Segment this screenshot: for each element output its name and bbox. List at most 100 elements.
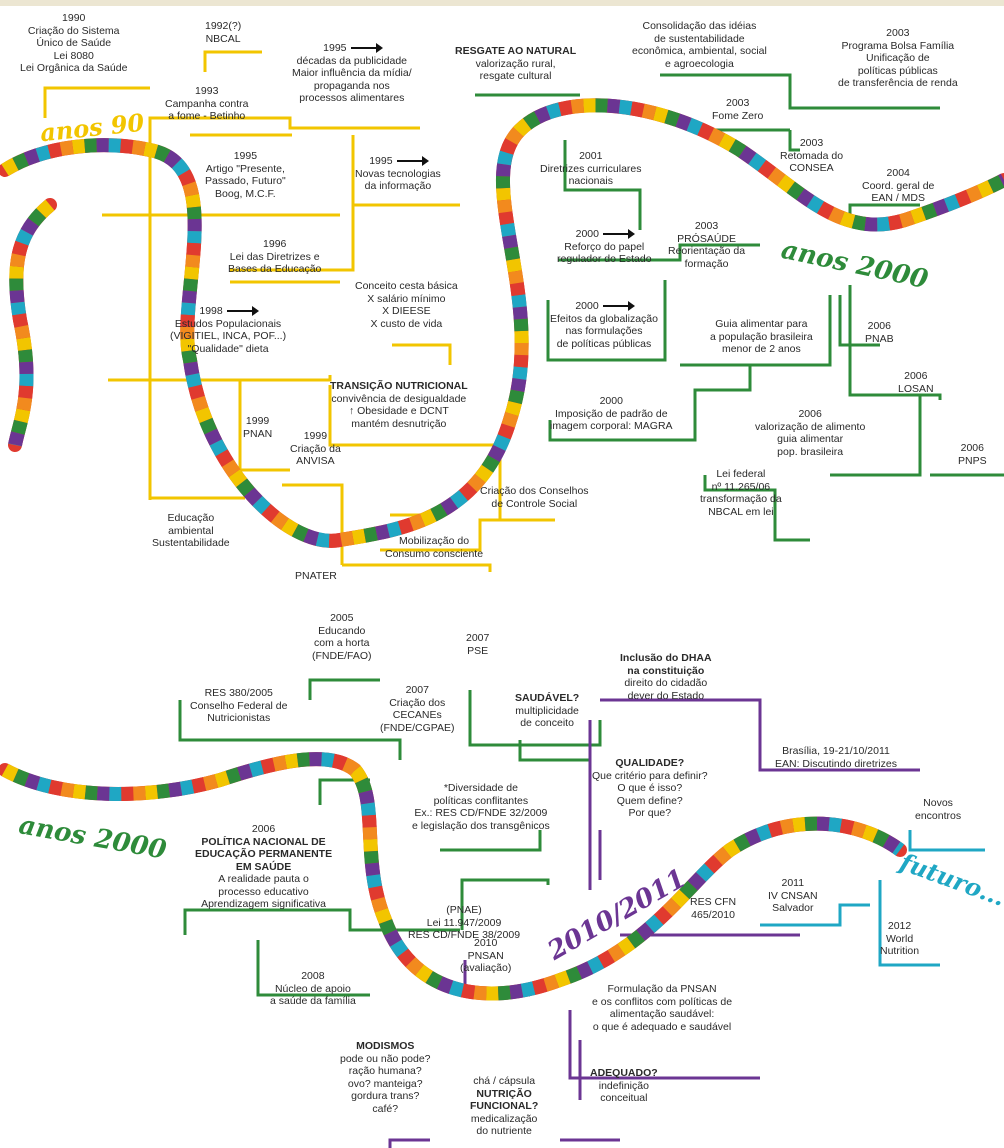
event-text-line: 2011 [781, 877, 805, 889]
event-text-line: valorização de alimento [755, 420, 866, 433]
arrow-right-icon [226, 306, 259, 317]
event-text-line: 2006 [960, 442, 984, 454]
connector-green [460, 878, 550, 930]
event-epnater: PNATER [295, 570, 337, 583]
event-text-line: ovo? manteiga? [347, 1077, 423, 1090]
event-text-line: Consolidação das idéias [642, 20, 757, 32]
event-text-line: Por que? [628, 807, 672, 819]
event-text-line: Imposição de padrão de [554, 407, 668, 420]
event-text-line: 2000 [557, 228, 652, 241]
event-text-line: 2008 [301, 970, 325, 982]
event-text-line: PNAN [243, 427, 273, 440]
event-heading: FUNCIONAL? [470, 1100, 539, 1112]
event-text-line: pop. brasileira [777, 445, 844, 458]
event-text-line: Sustentabilidade [152, 537, 230, 549]
event-text-line: dever do Estado [627, 689, 705, 702]
connector-green [548, 365, 752, 442]
event-text-line: 2000 [550, 300, 658, 313]
event-text-line: RES CFN [690, 896, 737, 908]
event-text-line: e agroecologia [664, 57, 734, 70]
event-text-line: (FNDE/CGPAE) [380, 721, 455, 734]
event-text-line: Novos [923, 797, 953, 809]
event-text-line: X salário mínimo [367, 292, 446, 305]
event-text-line: 2004 [886, 167, 910, 179]
connector-green [788, 130, 800, 152]
connector-yellow [328, 385, 502, 520]
timeline-ribbon-left-piece [8, 199, 55, 447]
event-text-line: encontros [915, 809, 962, 822]
timeline-ribbon-bottom-piece [1, 752, 905, 1001]
event-text-line: mantém desnutrição [351, 417, 447, 430]
event-text-line: Programa Bolsa Família [841, 39, 955, 52]
connector-yellow [148, 116, 420, 140]
event-text-line: PNPS [958, 454, 987, 467]
event-text-line: LOSAN [898, 382, 934, 395]
event-text-line: *Diversidade de [443, 782, 518, 794]
event-text-line: propaganda nos [313, 79, 390, 92]
event-text-line: Artigo "Presente, [205, 162, 285, 175]
timeline-ribbon-left-piece [8, 199, 55, 447]
event-text-line: NBCAL em lei [708, 505, 774, 518]
connector-yellow [342, 563, 492, 572]
event-text-line: chá / cápsula [473, 1075, 536, 1087]
event-text-line: Criação dos Conselhos [480, 485, 589, 497]
event-text-line: 2005 [330, 612, 354, 624]
event-text-line: Boog, M.C.F. [215, 187, 276, 200]
event-text-line: RES CD/FNDE 38/2009 [408, 929, 521, 941]
event-text-line: IV CNSAN [768, 889, 818, 902]
event-text-line: 1998 [170, 305, 286, 318]
event-text-line: nº 11.265/06 [711, 480, 771, 493]
event-heading: Inclusão do DHAA [620, 652, 712, 664]
event-text-line: World [885, 932, 914, 945]
event-text-line: de Controle Social [491, 497, 578, 510]
event-heading: ADEQUADO? [590, 1067, 658, 1079]
event-text-line: X DIEESE [382, 305, 431, 317]
event-text-line: do nutriente [476, 1125, 532, 1137]
event-text-line: convivência de desigualdade [331, 392, 467, 405]
event-heading: QUALIDADE? [615, 757, 685, 769]
event-text-line: formação [684, 257, 729, 270]
connector-green [848, 285, 942, 400]
event-text-line: NBCAL [205, 32, 241, 45]
timeline-ribbon-bottom-piece [1, 752, 905, 1001]
event-text-line: o que é adequado e saudável [592, 1020, 732, 1033]
event-text-line: 1999 [303, 430, 328, 442]
event-text-line: Diretrizes curriculares [540, 162, 642, 175]
event-text-line: regulador do Estado [557, 253, 652, 265]
event-text-line: Fome Zero [712, 109, 764, 122]
event-text-line: Lei Orgânica da Saúde [20, 62, 128, 74]
event-text-line: políticas públicas [857, 64, 938, 77]
event-text-line: com a horta [314, 637, 370, 649]
event-text-line: medicalização [470, 1112, 538, 1125]
event-heading: EDUCAÇÃO PERMANENTE [195, 848, 333, 860]
connector-purple [600, 698, 920, 772]
event-text-line: 2003 [726, 97, 750, 109]
event-text-line: processos alimentares [299, 92, 405, 104]
event-text-line: EAN: Discutindo diretrizes [775, 757, 897, 770]
event-text-line: Que critério para definir? [592, 769, 708, 782]
event-text-line: 2003 [886, 27, 910, 39]
event-text-line: conceitual [600, 1092, 648, 1104]
event-text-line: 2006 [904, 370, 928, 382]
event-text-line: Estudos Populacionais [174, 317, 282, 330]
event-text-line: e os conflitos com políticas de [592, 995, 733, 1008]
event-text-line: resgate cultural [479, 70, 552, 82]
